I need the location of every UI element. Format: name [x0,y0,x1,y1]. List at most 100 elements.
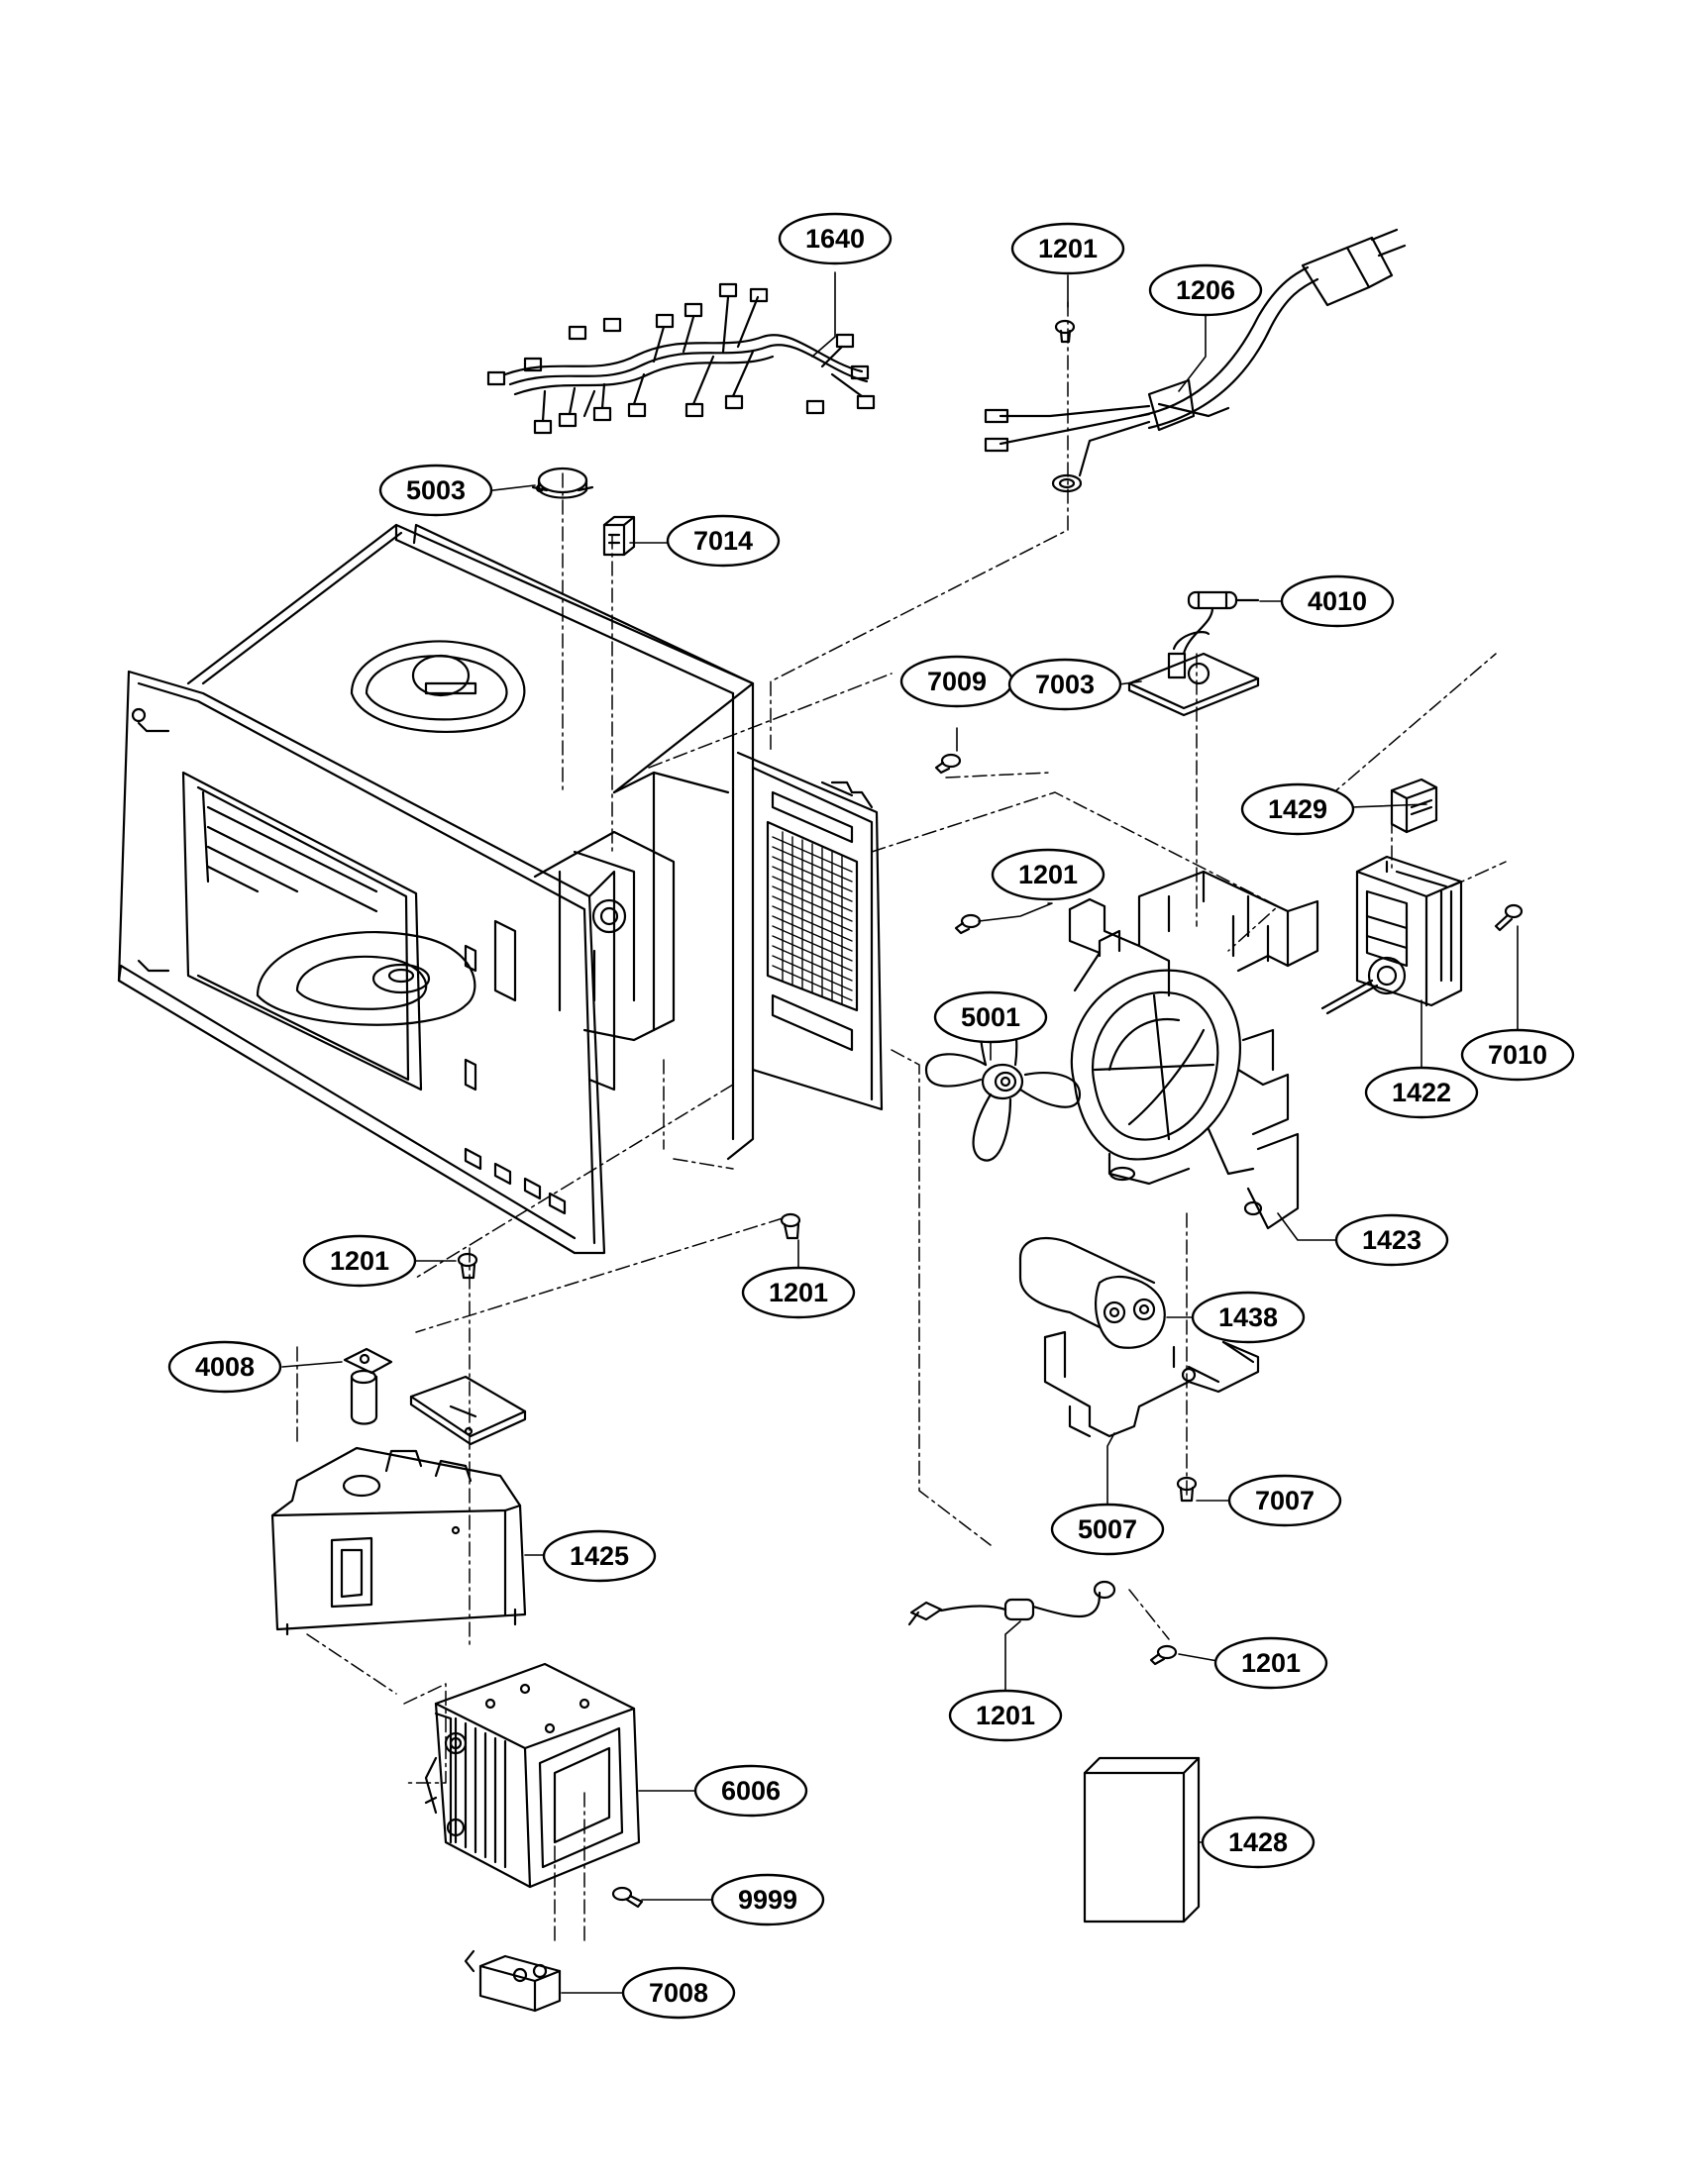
callout-label: 1640 [805,224,865,254]
callout-1201: 1201 [991,848,1105,901]
callout-bubble [991,848,1105,901]
fan-motor-1422 [1320,855,1463,1015]
callout-bubble [167,1340,282,1394]
callout-bubble [542,1529,657,1583]
callout-label: 1438 [1218,1302,1278,1332]
callout-label: 5001 [961,1002,1020,1032]
vent-holes [772,831,853,1005]
plate [409,1375,527,1446]
callout-label: 1201 [330,1246,389,1276]
screw-1201-top [1054,319,1076,344]
callout-bubble [693,1764,808,1818]
callout-4010: 4010 [1280,574,1395,628]
callout-bubble [948,1689,1063,1742]
callout-bubble [1240,782,1355,836]
oven-cavity-frame [117,523,884,1255]
sensor-4008 [343,1347,393,1425]
callout-6006: 6006 [693,1764,808,1818]
callout-1201: 1201 [1213,1636,1328,1690]
callout-label: 1201 [1018,860,1078,889]
callout-7007: 7007 [1227,1474,1342,1527]
callout-1429: 1429 [1240,782,1355,836]
noise-filter-7003 [1127,631,1260,717]
callout-bubble [778,212,893,265]
callout-label: 7010 [1488,1040,1547,1070]
callout-label: 7009 [927,667,987,696]
air-guide-1423 [1068,870,1319,1230]
callout-1201: 1201 [741,1266,856,1319]
callout-bubble [378,464,493,517]
callout-7010: 7010 [1460,1028,1575,1082]
callout-label: 7007 [1255,1486,1315,1515]
capacitor-1438 [1018,1236,1166,1349]
assembly-dashed-lines [296,301,1507,1942]
callout-4008: 4008 [167,1340,282,1394]
callout-bubble [1191,1291,1306,1344]
callout-label: 1201 [769,1278,828,1307]
callout-5001: 5001 [933,990,1048,1044]
callout-5003: 5003 [378,464,493,517]
callout-label: 1423 [1362,1225,1421,1255]
screw-1201-mid [954,913,982,935]
callout-bubble [621,1966,736,2020]
callout-1201: 1201 [302,1234,417,1288]
callout-1201: 1201 [948,1689,1063,1742]
switch-7008 [464,1949,562,2013]
callout-bubble [1334,1213,1449,1267]
callout-bubble [1148,263,1263,317]
callout-label: 7003 [1035,670,1095,699]
magnetron-1428 [424,1662,641,1889]
screw-1201-low [611,1886,644,1909]
screw-7010 [1494,903,1524,932]
screw-1201-rightlow [1149,1644,1178,1666]
callout-bubble [1213,1636,1328,1690]
power-cord-1206 [984,228,1407,493]
callout-label: 5007 [1078,1514,1137,1544]
callout-1425: 1425 [542,1529,657,1583]
screw-1201-cavity [457,1212,801,1280]
callout-bubble [741,1266,856,1319]
manual-9999 [1083,1756,1201,1924]
callout-5007: 5007 [1050,1503,1165,1556]
callout-7014: 7014 [666,514,781,568]
callout-7003: 7003 [1007,658,1122,711]
callout-7009: 7009 [899,655,1014,708]
callout-label: 1201 [1241,1648,1301,1678]
callout-bubble [1364,1066,1479,1119]
callout-bubble [1010,222,1125,275]
callout-bubble [1280,574,1395,628]
screw-7007 [1176,1476,1198,1503]
screw-7009 [934,753,962,775]
callout-bubble [1050,1503,1165,1556]
callout-bubble [1227,1474,1342,1527]
callout-1438: 1438 [1191,1291,1306,1344]
fuse-harness-6006 [907,1580,1116,1626]
callout-1422: 1422 [1364,1066,1479,1119]
callout-1640: 1640 [778,212,893,265]
callout-label: 4010 [1308,586,1367,616]
callout-label: 1206 [1176,275,1235,305]
callout-bubble [1460,1028,1575,1082]
callout-bubble [1007,658,1122,711]
switch-7014 [602,515,636,557]
callout-label: 1201 [976,1701,1035,1730]
thermostat-5003 [531,467,594,499]
callout-1428: 1428 [1201,1816,1316,1869]
callout-label: 1422 [1392,1078,1451,1107]
callout-bubble [1201,1816,1316,1869]
callout-1423: 1423 [1334,1213,1449,1267]
callout-label: 1429 [1268,794,1327,824]
callout-label: 5003 [406,475,466,505]
cap-bracket-5007 [1043,1330,1260,1438]
callout-label: 9999 [738,1885,797,1915]
callout-7008: 7008 [621,1966,736,2020]
callout-label: 4008 [195,1352,255,1382]
callout-bubble [302,1234,417,1288]
callout-bubble [666,514,781,568]
callout-1206: 1206 [1148,263,1263,317]
callout-bubble [933,990,1048,1044]
callout-label: 6006 [721,1776,781,1806]
transformer-1425 [270,1446,527,1636]
callout-label: 1201 [1038,234,1098,263]
